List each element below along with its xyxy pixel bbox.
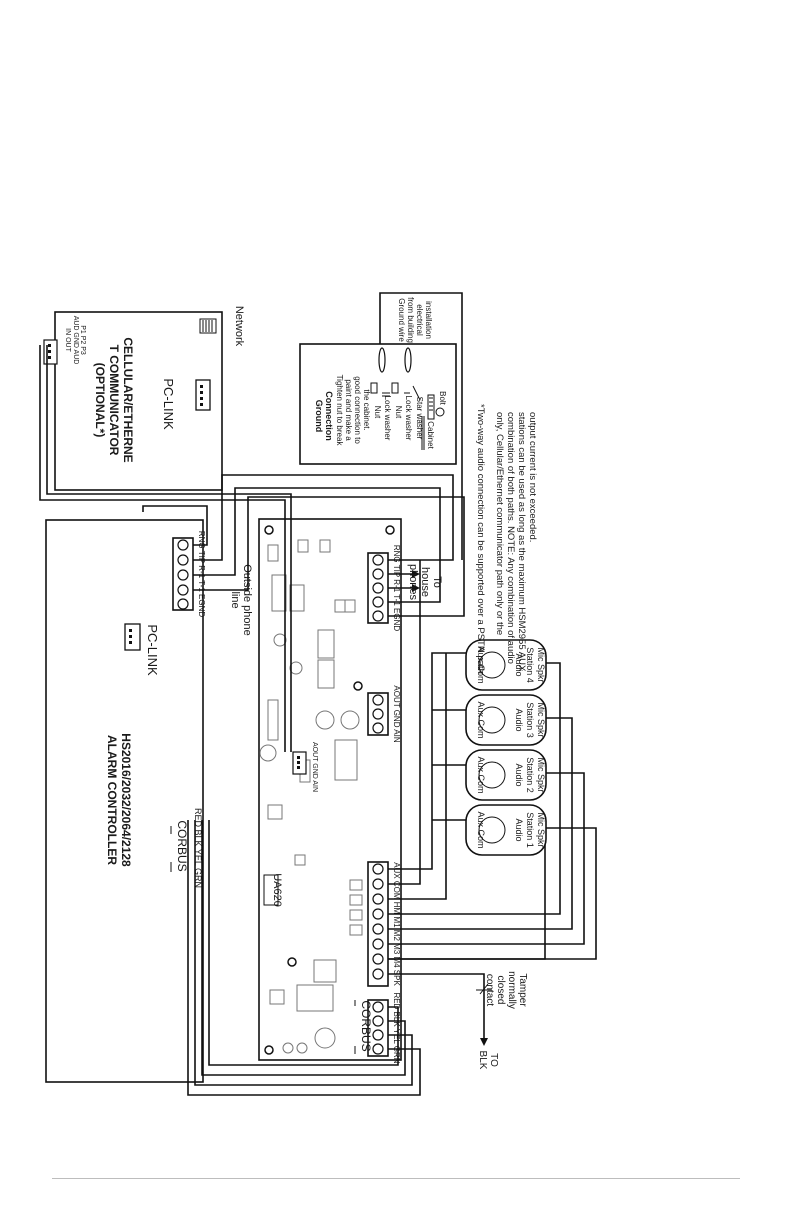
ground-connection-panel: Ground Connection Tighten nut to break p… xyxy=(299,343,457,465)
ua620-corbus-terminal-block xyxy=(367,999,389,1057)
footer-divider xyxy=(52,1178,740,1179)
outside-line-label-1: Outside phone xyxy=(241,564,253,636)
communicator-audio-terms-2: IN OUT xyxy=(64,328,71,352)
house-phones-label-3: phones xyxy=(407,564,419,601)
house-phones-label-2: house xyxy=(419,567,431,597)
footnote-line-4: stations can be used as long as the maxi… xyxy=(516,412,527,672)
audio-station-4: Aux Com Audio Station 4 Mic Spkr xyxy=(465,639,547,691)
ground-note-4: the cabinet. xyxy=(362,389,371,430)
ground-star-washer: Star washer xyxy=(415,397,424,440)
ua620-audio-terminal-block xyxy=(367,692,389,736)
controller-phone-terms: RNG TIP R-1 T-1 EGND xyxy=(197,531,206,617)
tamper-label-4: contact xyxy=(484,974,495,1006)
cellular-communicator: CELLULAR/ETHERNE T COMMUNICATOR (OPTIONA… xyxy=(43,306,245,491)
communicator-title-2: T COMMUNICATOR xyxy=(107,345,121,456)
ua620-label: UA620 xyxy=(271,873,283,907)
audio-station-1: Aux Com Audio Station 1 Mic Spkr xyxy=(465,804,547,856)
station-3-mic-spkr: Mic Spkr xyxy=(536,702,546,737)
footnote-line-2: only, Cellular/Ethernet communicator pat… xyxy=(494,412,505,635)
ua620-small-audio-header xyxy=(292,751,307,775)
network-label: Network xyxy=(233,306,245,347)
ua620-small-audio-terms: AOUT GND AIN xyxy=(311,742,318,792)
station-1-mic-spkr: Mic Spkr xyxy=(536,812,546,847)
communicator-pc-link-header xyxy=(195,379,211,411)
ua620-main-terminal-block xyxy=(367,861,389,987)
ground-note-3: good connection to xyxy=(353,376,362,444)
audio-station-3: Aux Com Audio Station 3 Mic Spkr xyxy=(465,694,547,746)
footnote-line-1: *Two-way audio connection can be support… xyxy=(475,404,486,674)
tamper-label-2: normally xyxy=(506,971,517,1009)
ground-title-1: Ground xyxy=(314,400,324,433)
station-2-mic-spkr: Mic Spkr xyxy=(536,757,546,792)
house-phones-label-1: To xyxy=(431,576,443,588)
communicator-jumper-label: P1 P2 P3 xyxy=(79,325,86,355)
ground-wire-label-3: electrical xyxy=(415,304,424,336)
ground-note-1: Tighten nut to break xyxy=(335,375,344,447)
tamper-label-1: Tamper xyxy=(517,973,528,1007)
ground-wire-label-2: from building xyxy=(406,297,415,343)
station-3-name-2: Station 3 xyxy=(525,702,535,738)
station-1-aux-com: Aux Com xyxy=(476,811,486,848)
ua620-board: UA620 RNG TIP R-1 T-1 EGND AOUT GND AIN … xyxy=(258,518,402,1064)
ground-bolt: Bolt xyxy=(438,391,447,406)
ground-note-2: paint and make a xyxy=(344,379,353,441)
communicator-title-1: CELLULAR/ETHERNE xyxy=(121,337,135,462)
station-2-name-2: Station 2 xyxy=(525,757,535,793)
controller-title: HS2016/2032/2064/2128 xyxy=(119,733,133,867)
communicator-pc-link-label: PC-LINK xyxy=(161,378,176,430)
controller-pc-link-header xyxy=(124,623,141,651)
station-4-mic-spkr: Mic Spkr xyxy=(536,647,546,682)
ground-lock-washer-2: Lock washer xyxy=(404,396,413,441)
ground-wire-label-1: Ground wire xyxy=(397,298,406,342)
footnote: *Two-way audio connection can be support… xyxy=(475,404,538,674)
ua620-audio-out-terms: AOUT GND AIN xyxy=(392,685,401,742)
house-phones-arrows xyxy=(388,570,420,592)
station-1-name-1: Audio xyxy=(514,818,524,841)
controller-subtitle: ALARM CONTROLLER xyxy=(105,735,119,865)
ground-wire-label-4: installation xyxy=(424,301,433,339)
alarm-controller: HS2016/2032/2064/2128 ALARM CONTROLLER P… xyxy=(45,519,253,1083)
ua620-corbus-terms: RED BLK YEL GRN xyxy=(392,992,401,1063)
ground-cabinet: Cabinet xyxy=(426,421,435,449)
tamper-label-3: closed xyxy=(495,976,506,1005)
wiring xyxy=(39,292,597,1096)
footnote-line-5: output current is not exceeded. xyxy=(527,412,538,542)
communicator-title-3: (OPTIONAL*) xyxy=(93,363,107,438)
to-blk-label-2: BLK xyxy=(477,1051,488,1070)
communicator-audio-header xyxy=(43,339,58,365)
controller-corbus-terms: RED BLK YEL GRN xyxy=(193,808,203,888)
station-4-name-1: Audio xyxy=(514,653,524,676)
controller-pc-link-label: PC-LINK xyxy=(145,624,160,676)
footnote-line-3: combination of both paths. NOTE: Any com… xyxy=(505,412,516,664)
ground-lock-washer-1: Lock washer xyxy=(383,396,392,441)
station-3-aux-com: Aux Com xyxy=(476,701,486,738)
ua620-phone-terminal-block xyxy=(367,552,389,624)
communicator-audio-terms: AUD GND AUD xyxy=(72,316,79,365)
station-2-aux-com: Aux Com xyxy=(476,756,486,793)
station-4-name-2: Station 4 xyxy=(525,647,535,683)
ground-hardware-icons xyxy=(370,382,445,450)
ground-nut-1: Nut xyxy=(373,406,382,419)
ground-nut-2: Nut xyxy=(394,406,403,419)
ua620-main-terms: AUX COM HM M1 M2 M3 M4 SPK xyxy=(392,862,401,986)
ground-title-2: Connection xyxy=(324,391,334,441)
audio-station-2: Aux Com Audio Station 2 Mic Spkr xyxy=(465,749,547,801)
ua620-corbus-label: CORBUS xyxy=(359,1000,373,1051)
station-3-name-1: Audio xyxy=(514,708,524,731)
controller-corbus-label: CORBUS xyxy=(175,820,189,871)
outside-line-label-2: line xyxy=(229,591,241,608)
station-1-name-2: Station 1 xyxy=(525,812,535,848)
network-port-icon xyxy=(199,318,217,334)
station-4-aux-com: Aux Com xyxy=(476,646,486,683)
to-blk-label-1: TO xyxy=(488,1053,499,1067)
station-2-name-1: Audio xyxy=(514,763,524,786)
controller-phone-terminal-block xyxy=(172,537,194,611)
